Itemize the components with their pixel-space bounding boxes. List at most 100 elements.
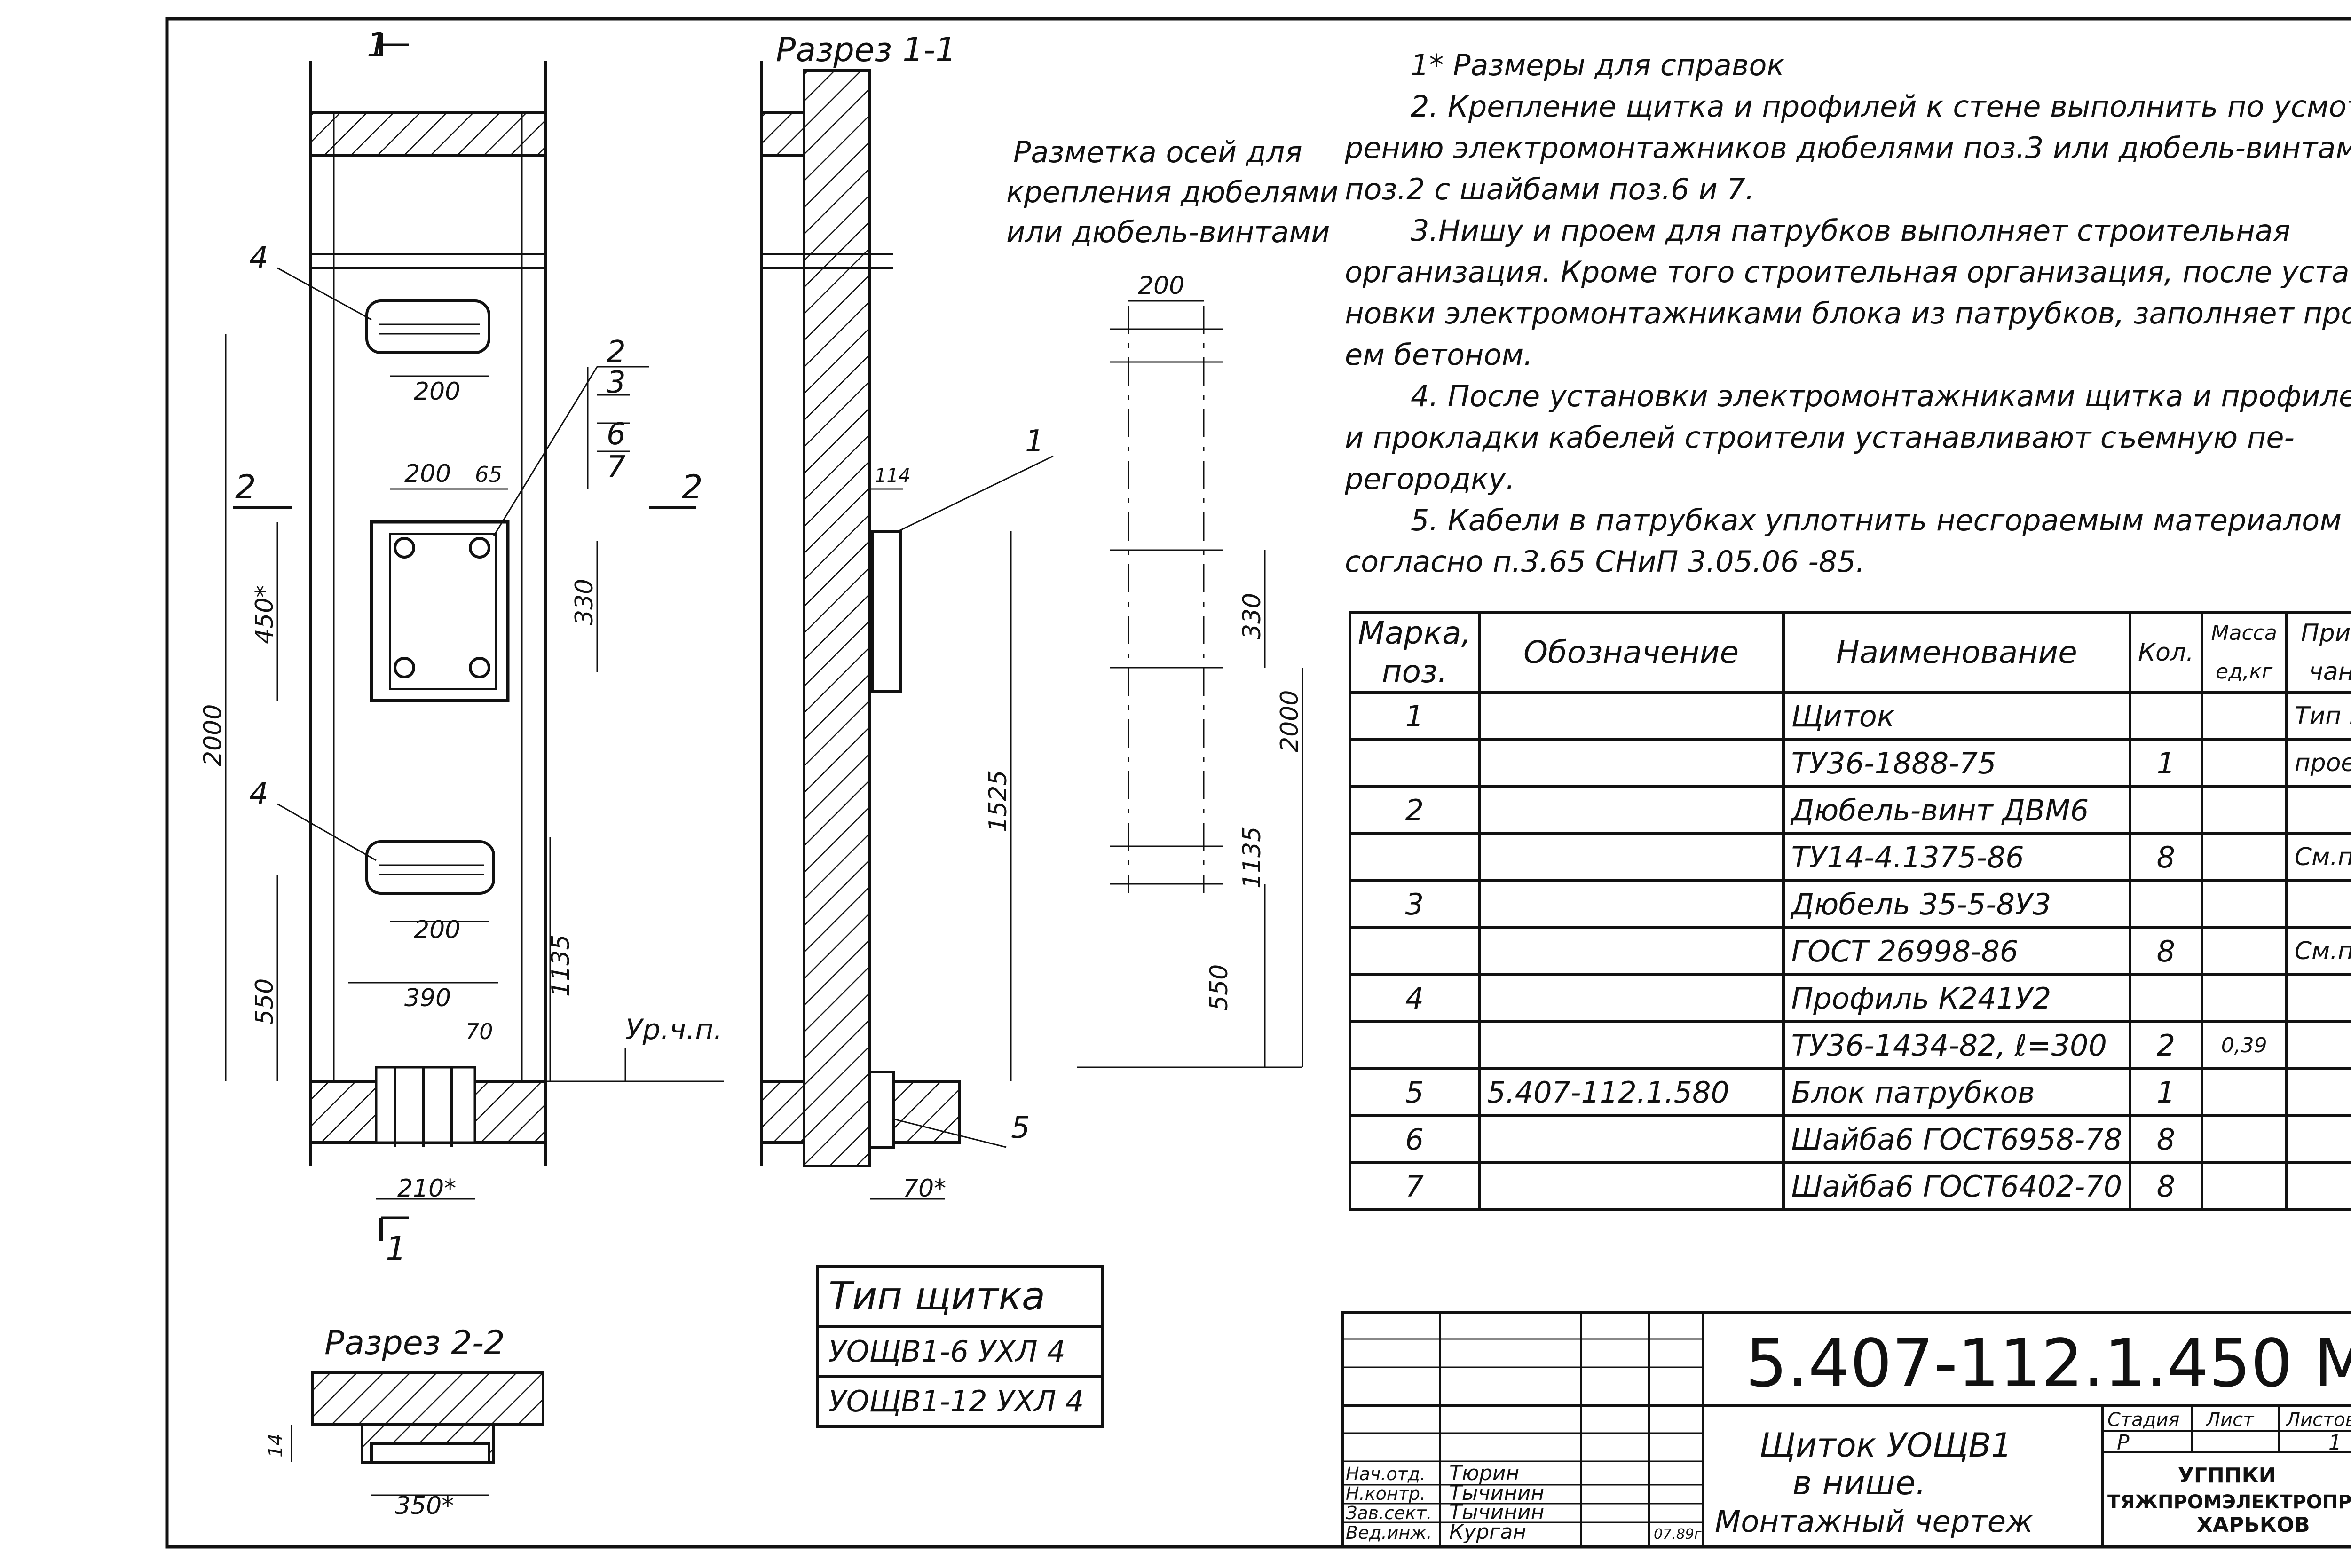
table-cell <box>1477 1020 1785 1070</box>
table-cell <box>2200 926 2288 976</box>
note-line: 3.Нишу и проем для патрубков выполняет с… <box>1411 213 2291 248</box>
section-1-1-view <box>760 61 1054 1200</box>
table-cell: Шайба6 ГОСТ6958-78 <box>1782 1114 2132 1164</box>
table-cell <box>1477 973 1785 1023</box>
wall-hatched-2 <box>311 1371 544 1426</box>
axes-layout-view <box>1077 300 1303 1068</box>
table-cell: 8 <box>2129 1161 2203 1211</box>
role-1: Нач.отд. <box>1346 1464 1426 1484</box>
dowel-hole-icon <box>394 657 415 678</box>
table-cell: 0,39 <box>2200 1020 2288 1070</box>
level-mark-label: Ур.ч.п. <box>625 1013 723 1046</box>
table-cell <box>1477 832 1785 882</box>
table-cell <box>2129 691 2203 741</box>
table-cell <box>2285 879 2351 929</box>
table-cell <box>2200 785 2288 835</box>
section-2-2-view <box>291 1371 544 1496</box>
dim-14: 14 <box>265 1434 287 1458</box>
section-1-1-label: Разрез 1-1 <box>776 31 956 69</box>
spec-header-row: Марка, поз. Обозначение Наименование Кол… <box>1349 611 2351 694</box>
callout-4-bottom: 4 <box>249 777 268 812</box>
table-cell <box>2200 691 2288 741</box>
cut-label-right: 2 <box>682 468 703 506</box>
axes-layout-label-3: или дюбель-винтами <box>1006 215 1330 249</box>
dim-330: 330 <box>570 579 599 625</box>
table-cell <box>2129 879 2203 929</box>
role-3: Зав.сект. <box>1346 1503 1432 1523</box>
table-cell <box>2285 1067 2351 1117</box>
dim-390: 390 <box>404 984 451 1012</box>
callout-3: 3 <box>607 365 626 400</box>
table-cell <box>2285 1161 2351 1211</box>
panel-type-item: УОЩВ1-12 УХЛ 4 <box>819 1375 1101 1425</box>
note-line: 2. Крепление щитка и профилей к стене вы… <box>1411 89 2351 124</box>
note-line: регородку. <box>1345 462 1515 496</box>
table-cell <box>2285 973 2351 1023</box>
table-cell: Щиток <box>1782 691 2132 741</box>
dim-200-bottom: 200 <box>414 916 460 944</box>
stage-label: Стадия <box>2107 1409 2179 1431</box>
note-line: поз.2 с шайбами поз.6 и 7. <box>1345 172 1755 206</box>
note-line: рению электромонтажников дюбелями поз.3 … <box>1345 131 2351 165</box>
table-cell: 5 <box>1349 1067 1481 1117</box>
date: 07.89г <box>1654 1526 1702 1543</box>
dim-450: 450* <box>251 585 279 644</box>
dim-1525: 1525 <box>984 770 1012 832</box>
table-cell: ТУ36-1888-75 <box>1782 738 2132 788</box>
table-cell: 6 <box>1349 1114 1481 1164</box>
wall-hatched <box>803 69 871 1167</box>
panel-type-item: УОЩВ1-6 УХЛ 4 <box>819 1325 1101 1375</box>
table-cell: 5.407-112.1.580 <box>1477 1067 1785 1117</box>
dim-65: 65 <box>475 462 503 487</box>
table-cell <box>2200 1114 2288 1164</box>
table-cell <box>1349 832 1481 882</box>
profile-top <box>365 299 490 354</box>
table-cell: 7 <box>1349 1161 1481 1211</box>
note-line: 4. После установки электромонтажниками щ… <box>1411 379 2351 413</box>
title-block: 5.407-112.1.450 МЧ Щиток УОЩВ1 в нише. М… <box>1341 1311 2351 1548</box>
title-line-2: в нише. <box>1792 1464 1926 1502</box>
table-cell: ТУ36-1434-82, ℓ=300 <box>1782 1020 2132 1070</box>
sheet-frame <box>165 17 2351 1549</box>
org-line-3: ХАРЬКОВ <box>2197 1513 2310 1537</box>
table-cell <box>1477 1161 1785 1211</box>
dim-350: 350* <box>395 1492 454 1520</box>
table-cell: См.п.2 <box>2285 832 2351 882</box>
table-cell: проекту <box>2285 738 2351 788</box>
profile-bottom <box>365 840 495 895</box>
table-cell <box>2285 785 2351 835</box>
note-line: организация. Кроме того строительная орг… <box>1345 255 2351 289</box>
note-line: ем бетоном. <box>1345 338 1533 372</box>
table-cell <box>2129 785 2203 835</box>
col-header-name: Наименование <box>1782 611 2132 694</box>
callout-6: 6 <box>607 417 626 452</box>
front-view <box>225 33 724 1241</box>
dim-200-top: 200 <box>414 378 460 406</box>
name-1: Тюрин <box>1449 1461 1519 1485</box>
role-4: Вед.инж. <box>1346 1522 1432 1543</box>
note-line: согласно п.3.65 СНиП 3.05.06 -85. <box>1345 544 1865 579</box>
note-line: и прокладки кабелей строители устанавлив… <box>1345 420 2295 455</box>
name-3: Тычинин <box>1449 1500 1544 1524</box>
col-header-mark: Марка, поз. <box>1349 611 1481 694</box>
stage-value: Р <box>2117 1431 2130 1455</box>
dowel-hole-icon <box>469 657 490 678</box>
panel-outline <box>370 520 510 702</box>
table-cell: ТУ14-4.1375-86 <box>1782 832 2132 882</box>
org-line-2: ТЯЖПРОМЭЛЕКТРОПРОЕКТ <box>2107 1491 2351 1513</box>
table-cell: 1 <box>1349 691 1481 741</box>
col-header-note: Приме- чание <box>2285 611 2351 694</box>
panel-type-title: Тип щитка <box>828 1274 1046 1319</box>
note-line: 1* Размеры для справок <box>1411 48 1784 82</box>
dowel-hole-icon <box>469 537 490 559</box>
table-cell <box>1477 785 1785 835</box>
table-cell: ГОСТ 26998-86 <box>1782 926 2132 976</box>
table-cell <box>1477 738 1785 788</box>
